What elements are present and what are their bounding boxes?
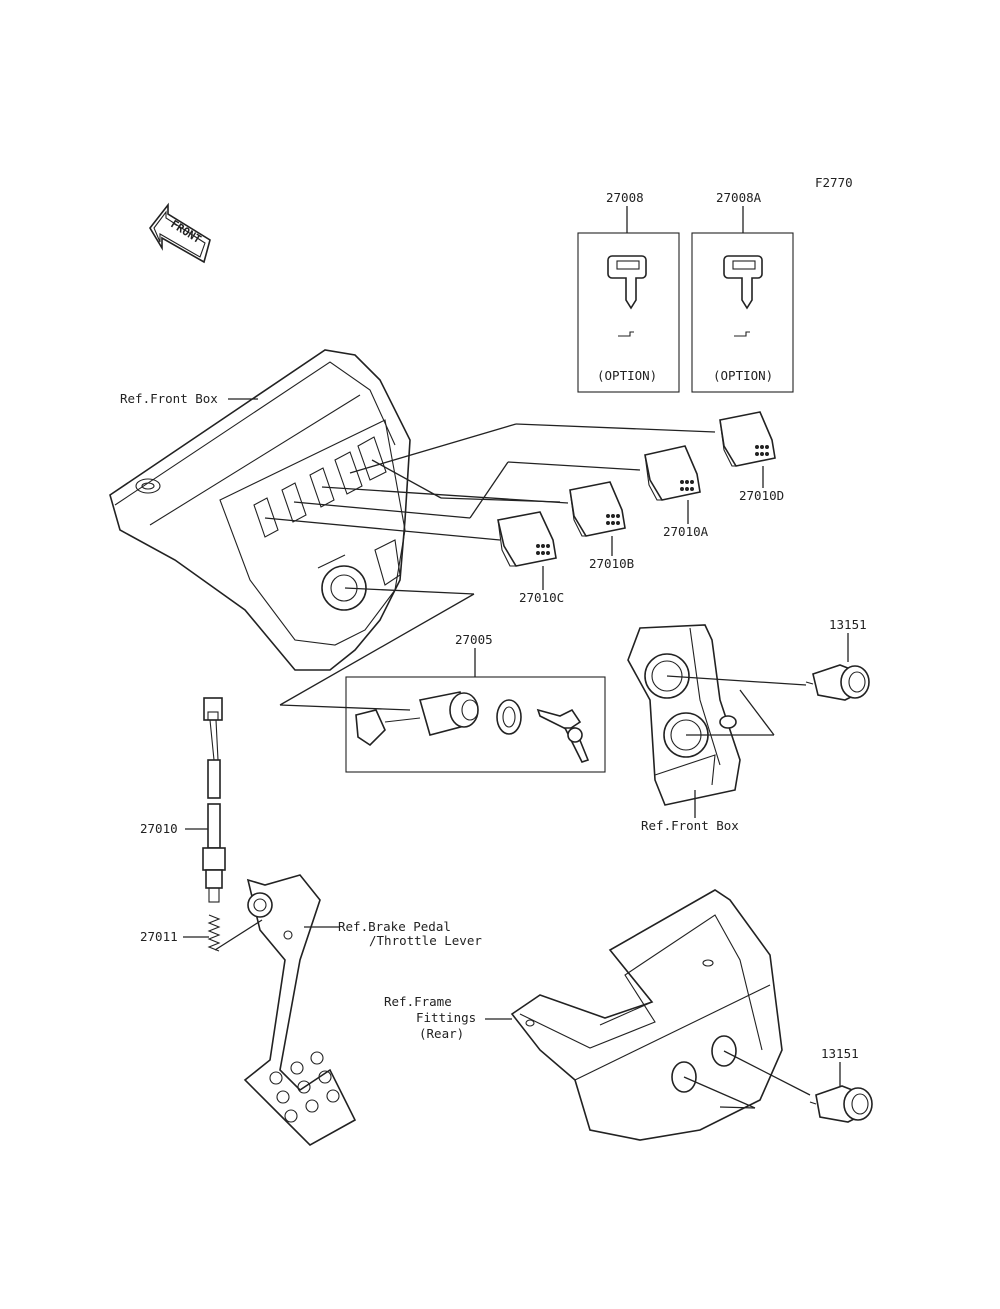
rocker-switch-27010d	[719, 411, 776, 467]
spring-27011-icon	[207, 914, 221, 952]
callout-13151-top: 13151	[829, 617, 867, 632]
rocker-switch-27010c	[497, 511, 557, 567]
option-label-right: (OPTION)	[713, 368, 773, 383]
callout-13151-bottom: 13151	[821, 1046, 859, 1061]
diagram-code: F2770	[815, 175, 853, 190]
sensor-switch-27010	[202, 697, 226, 903]
option-label-left: (OPTION)	[597, 368, 657, 383]
key-box-27008	[577, 232, 680, 393]
ref-front-box-top: Ref.Front Box	[120, 391, 218, 406]
callout-27010: 27010	[140, 821, 178, 836]
ref-frame-line3: (Rear)	[419, 1026, 464, 1041]
rocker-switch-27010b	[569, 481, 626, 537]
rocker-switch-27010a	[644, 445, 701, 501]
callout-27008: 27008	[606, 190, 644, 205]
callout-27008a: 27008A	[716, 190, 762, 205]
front-box-socket-panel	[627, 624, 741, 806]
ref-front-box-right: Ref.Front Box	[641, 818, 739, 833]
ignition-keys-icon	[536, 708, 590, 763]
callout-27010c: 27010C	[519, 590, 564, 605]
callout-27010d: 27010D	[739, 488, 784, 503]
callout-27010b: 27010B	[589, 556, 634, 571]
ref-frame-line1: Ref.Frame	[384, 994, 452, 1009]
socket-13151-top	[805, 664, 870, 701]
brake-pedal	[243, 874, 357, 1146]
callout-27005: 27005	[455, 632, 493, 647]
callout-27010a: 27010A	[663, 524, 709, 539]
front-box-dashboard	[109, 349, 411, 671]
ref-brake-pedal-line2: /Throttle Lever	[369, 933, 482, 948]
socket-13151-bottom	[809, 1085, 873, 1123]
callout-27011: 27011	[140, 929, 178, 944]
ref-frame-line2: Fittings	[416, 1010, 476, 1025]
ignition-switch	[355, 691, 522, 747]
ref-brake-pedal-line1: Ref.Brake Pedal	[338, 919, 451, 934]
front-arrow-icon: FRONT	[149, 202, 211, 264]
